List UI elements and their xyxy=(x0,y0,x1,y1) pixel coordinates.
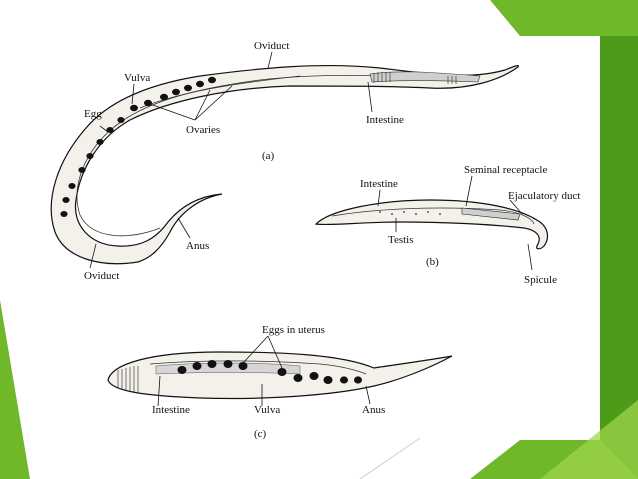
label-c-eggs-in-uterus: Eggs in uterus xyxy=(262,324,325,336)
label-b-spicule: Spicule xyxy=(524,274,557,286)
egg xyxy=(278,368,287,376)
egg xyxy=(208,360,217,368)
label-b-intestine: Intestine xyxy=(360,178,398,190)
label-b-ejaculatory-duct: Ejaculatory duct xyxy=(508,190,580,202)
egg xyxy=(310,372,319,380)
label-a-oviduct-top: Oviduct xyxy=(254,40,289,52)
egg xyxy=(324,376,333,384)
label-a-caption: (a) xyxy=(262,150,274,162)
label-a-egg: Egg xyxy=(84,108,102,120)
egg xyxy=(178,366,187,374)
label-c-intestine: Intestine xyxy=(152,404,190,416)
egg xyxy=(340,376,348,383)
egg xyxy=(294,374,303,382)
label-c-vulva: Vulva xyxy=(254,404,280,416)
label-b-caption: (b) xyxy=(426,256,439,268)
label-b-seminal-receptacle: Seminal receptacle xyxy=(464,164,547,176)
label-a-oviduct-bottom: Oviduct xyxy=(84,270,119,282)
label-b-testis: Testis xyxy=(388,234,414,246)
egg xyxy=(354,376,362,383)
label-a-anus: Anus xyxy=(186,240,209,252)
label-c-anus: Anus xyxy=(362,404,385,416)
label-a-intestine: Intestine xyxy=(366,114,404,126)
label-c-caption: (c) xyxy=(254,428,266,440)
egg xyxy=(193,362,202,370)
egg xyxy=(224,360,233,368)
egg xyxy=(239,362,248,370)
label-a-vulva: Vulva xyxy=(124,72,150,84)
label-a-ovaries: Ovaries xyxy=(186,124,220,136)
